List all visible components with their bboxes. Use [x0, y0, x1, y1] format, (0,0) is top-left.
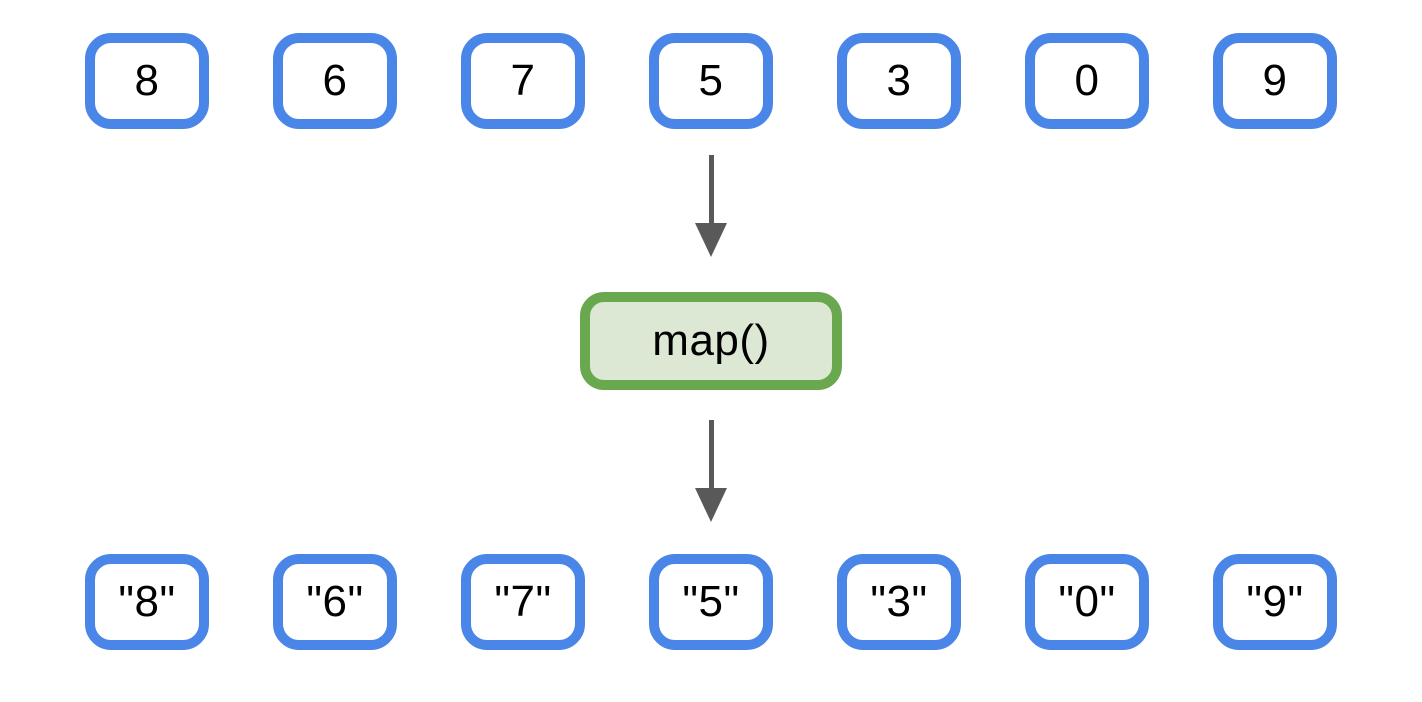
input-cell: 5	[649, 33, 773, 129]
map-function-label: map()	[652, 316, 770, 365]
output-cell: "7"	[461, 554, 585, 650]
output-cell: "0"	[1025, 554, 1149, 650]
output-cell: "9"	[1213, 554, 1337, 650]
input-cell: 7	[461, 33, 585, 129]
arrow-head	[695, 488, 727, 522]
arrow-shaft	[708, 155, 714, 223]
arrow-down-icon	[695, 420, 727, 522]
output-row: "8" "6" "7" "5" "3" "0" "9"	[85, 554, 1337, 650]
arrow-down-icon	[695, 155, 727, 257]
input-cell: 3	[837, 33, 961, 129]
input-cell: 0	[1025, 33, 1149, 129]
map-function-box: map()	[580, 292, 842, 390]
output-cell: "8"	[85, 554, 209, 650]
output-cell: "6"	[273, 554, 397, 650]
arrow-head	[695, 223, 727, 257]
output-cell: "5"	[649, 554, 773, 650]
arrow-shaft	[708, 420, 714, 488]
input-row: 8 6 7 5 3 0 9	[85, 33, 1337, 129]
output-cell: "3"	[837, 554, 961, 650]
input-cell: 6	[273, 33, 397, 129]
input-cell: 8	[85, 33, 209, 129]
input-cell: 9	[1213, 33, 1337, 129]
